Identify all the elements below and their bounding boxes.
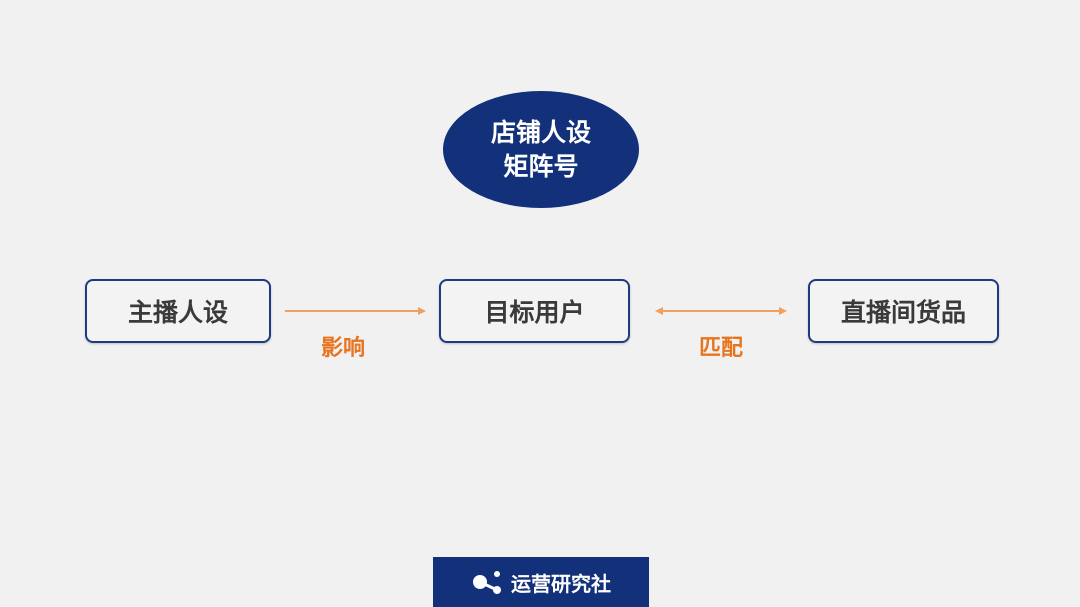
target-user-box: 目标用户 <box>439 279 630 343</box>
brand-footer: 运营研究社 <box>433 557 649 607</box>
arrow-head <box>418 307 426 315</box>
influence-label: 影响 <box>321 336 366 361</box>
node-title-line1: 店铺人设 <box>490 117 591 147</box>
host-persona-box: 主播人设 <box>85 279 271 343</box>
match-label: 匹配 <box>699 336 744 361</box>
store-persona-matrix-node: 店铺人设 矩阵号 <box>443 91 639 208</box>
arrow-head <box>779 307 787 315</box>
live-products-box: 直播间货品 <box>808 279 999 343</box>
brand-logo-icon <box>473 571 501 594</box>
arrow-head <box>655 307 663 315</box>
brand-name: 运营研究社 <box>511 571 611 596</box>
node-title-line2: 矩阵号 <box>503 151 579 181</box>
